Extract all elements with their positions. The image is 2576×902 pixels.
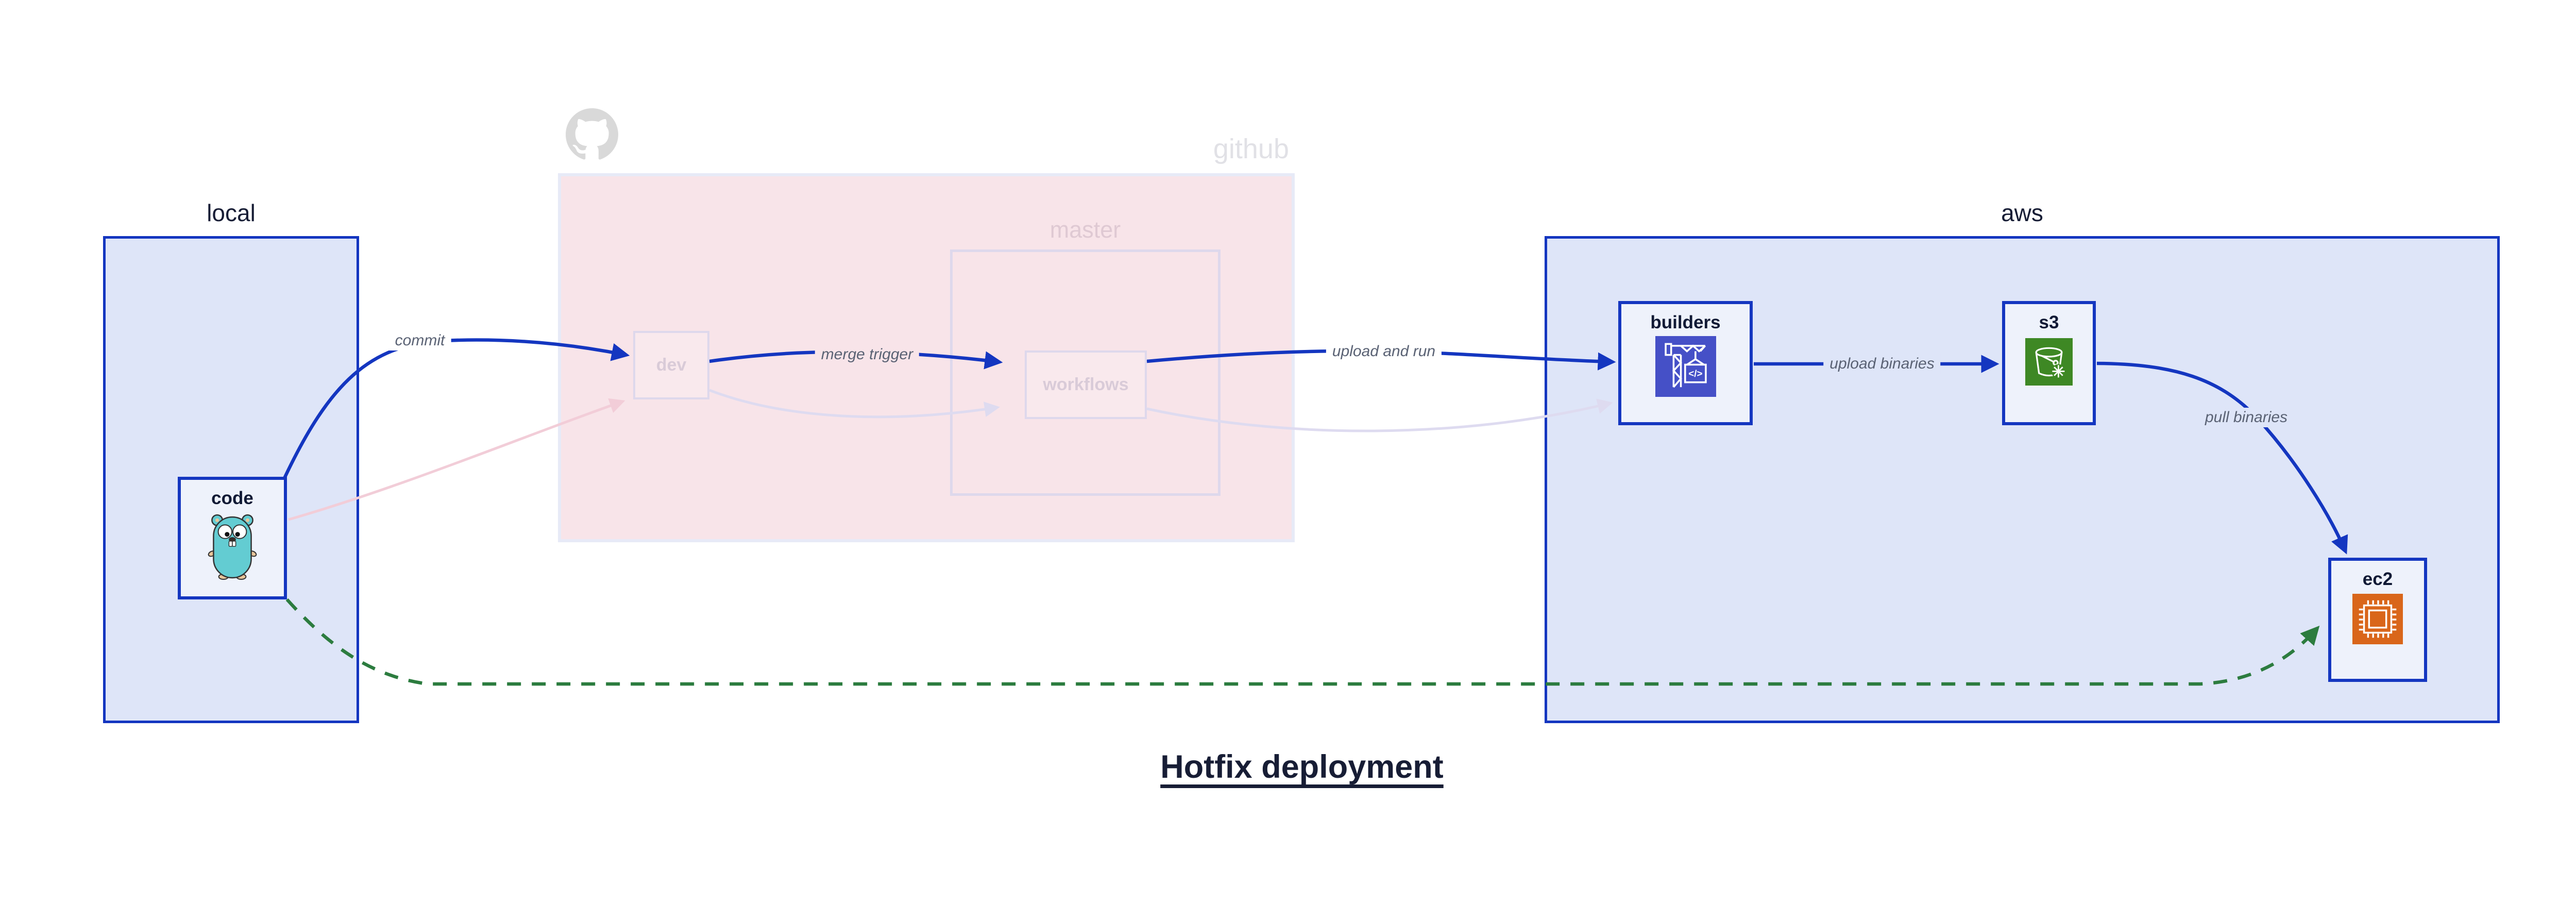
edge-label-merge-trigger: merge trigger (815, 345, 920, 364)
go-gopher-icon (208, 514, 257, 580)
node-s3: s3 (2002, 301, 2096, 425)
master-branch-box (950, 249, 1221, 496)
aws-ec2-icon (2352, 594, 2403, 644)
svg-text:</>: </> (1688, 368, 1702, 379)
aws-s3-glacier-icon (2025, 338, 2073, 386)
node-code-label: code (211, 488, 253, 508)
node-workflows-label: workflows (1043, 375, 1129, 394)
github-logo-icon (566, 108, 618, 160)
node-ec2: ec2 (2328, 558, 2427, 682)
local-region-label: local (207, 199, 256, 226)
aws-codebuild-icon: </> (1655, 336, 1716, 397)
aws-region-label: aws (2001, 199, 2043, 226)
github-region-label: github (1213, 133, 1289, 164)
master-branch-label: master (1049, 216, 1121, 243)
node-ec2-label: ec2 (2362, 569, 2393, 589)
node-workflows: workflows (1025, 350, 1147, 419)
edge-label-pull-binaries: pull binaries (2198, 408, 2294, 427)
node-dev-label: dev (656, 355, 687, 375)
edge-label-upload-and-run: upload and run (1326, 342, 1442, 361)
edge-label-commit: commit (388, 331, 451, 350)
diagram-title: Hotfix deployment (1160, 749, 1444, 785)
node-code: code (178, 477, 287, 599)
node-s3-label: s3 (2039, 312, 2059, 332)
node-builders-label: builders (1650, 312, 1721, 332)
edge-label-upload-binaries: upload binaries (1823, 354, 1941, 374)
node-builders: builders </> (1618, 301, 1753, 425)
node-dev: dev (633, 331, 709, 399)
